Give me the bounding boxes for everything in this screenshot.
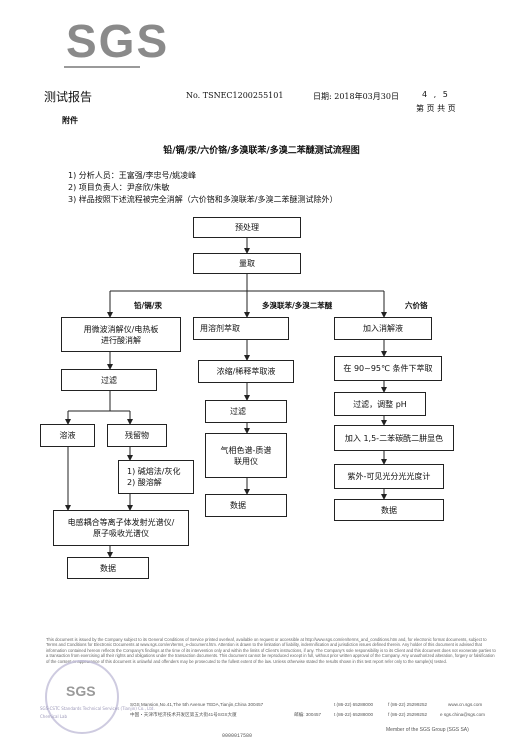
meta-analysts: 1) 分析人员：王富强/李忠号/姚凌峰 xyxy=(68,171,197,180)
postcode-chinese: 邮编: 300457 xyxy=(294,712,322,717)
node-pretreatment: 预处理 xyxy=(193,217,301,238)
node-data-left: 数据 xyxy=(67,557,149,579)
node-add-diphenylcarbazide: 加入 1,5-二苯碳酰二肼显色 xyxy=(334,425,454,451)
phone-cn: t (86-22) 65288000 xyxy=(334,712,374,717)
seal-caption-company: SGS-CSTC Standards Technical Services (T… xyxy=(40,706,155,711)
meta-digestion-note: 3) 样品按照下述流程被完全消解（六价铬和多溴联苯/多溴二苯醚测试除外） xyxy=(68,195,338,204)
node-icp-aas: 电感耦合等离子体发射光谱仪/ 原子吸收光谱仪 xyxy=(53,510,189,546)
node-gcms-line2: 联用仪 xyxy=(234,456,258,466)
meta-project-lead: 2) 项目负责人：尹彦欣/朱敏 xyxy=(68,183,170,192)
annex-label: 附件 xyxy=(62,116,78,125)
report-title: 测试报告 xyxy=(44,90,93,104)
member-of-sgs-group: Member of the SGS Group (SGS SA) xyxy=(386,727,469,733)
seal-logo: SGS xyxy=(66,683,96,699)
node-icp-aas-line2: 原子吸收光谱仪 xyxy=(93,529,149,538)
node-filter-ph: 过滤，调整 pH xyxy=(334,392,426,416)
node-gcms-line1: 气相色谱-质谱 xyxy=(220,445,272,455)
address-chinese: 中国・天津市经济技术开发区第五大街41号SGS大厦 xyxy=(130,712,237,717)
fax-cn: f (86-22) 25299252 xyxy=(388,712,428,717)
node-alkali-fusion-line2: 2) 酸溶解 xyxy=(127,478,162,487)
node-filter-left: 过滤 xyxy=(61,369,157,391)
website-link[interactable]: www.cn.sgs.com xyxy=(448,702,483,707)
node-data-right: 数据 xyxy=(334,499,444,521)
node-residue: 残留物 xyxy=(107,424,167,447)
node-heat-extraction: 在 90~95℃ 条件下萃取 xyxy=(334,356,442,381)
node-data-mid: 数据 xyxy=(205,494,287,517)
page-labels: 第 页 共 页 xyxy=(416,104,456,113)
node-solution: 溶液 xyxy=(40,424,95,447)
node-concentrate: 浓缩/稀释萃取液 xyxy=(198,360,294,383)
node-acid-digestion: 用微波消解仪/电热板 进行酸消解 xyxy=(61,317,181,352)
document-serial: 0000017580 xyxy=(222,733,253,739)
branch-label-cr6: 六价铬 xyxy=(405,301,428,310)
official-seal xyxy=(45,660,119,734)
page-numbers: 4 , 5 xyxy=(422,90,450,99)
report-number: No. TSNEC1200255101 xyxy=(186,91,284,100)
node-gcms: 气相色谱-质谱 联用仪 xyxy=(205,433,287,478)
node-acid-digestion-line1: 用微波消解仪/电热板 xyxy=(83,324,159,334)
node-icp-aas-line1: 电感耦合等离子体发射光谱仪/ xyxy=(67,518,175,527)
node-filter-mid: 过滤 xyxy=(205,400,287,423)
email-link[interactable]: e sgs.china@sgs.com xyxy=(440,712,486,717)
seal-caption-lab: Chemical Lab xyxy=(40,714,68,719)
flowchart-title: 铅/镉/汞/六价铬/多溴联苯/多溴二苯醚测试流程图 xyxy=(163,146,360,156)
address-english: SGS Mansion,No.41,The 5th Avenue TEDA,Ti… xyxy=(130,702,264,707)
node-uv-vis: 紫外-可见光分光光度计 xyxy=(334,464,444,489)
sgs-logo: SGS xyxy=(66,15,170,67)
node-alkali-fusion-line1: 1) 碱熔法/灰化 xyxy=(127,467,181,476)
fax-en: f (86-22) 25299252 xyxy=(388,702,428,707)
branch-label-pb-cd-hg: 铅/镉/汞 xyxy=(134,301,162,310)
node-alkali-fusion: 1) 碱熔法/灰化 2) 酸溶解 xyxy=(118,460,194,494)
node-solvent-extraction: 用溶剂萃取 xyxy=(193,317,289,340)
logo-underline xyxy=(64,66,140,68)
phone-en: t (86-22) 65288000 xyxy=(334,702,374,707)
node-add-digestion-solution: 加入消解液 xyxy=(334,317,432,340)
report-date: 日期: 2018年03月30日 xyxy=(313,92,399,101)
branch-label-pbb-pbde: 多溴联苯/多溴二苯醚 xyxy=(262,301,333,310)
node-weigh: 量取 xyxy=(193,253,301,274)
node-acid-digestion-line2: 进行酸消解 xyxy=(101,335,141,345)
terms-disclaimer: This document is issued by the Company s… xyxy=(46,637,496,664)
